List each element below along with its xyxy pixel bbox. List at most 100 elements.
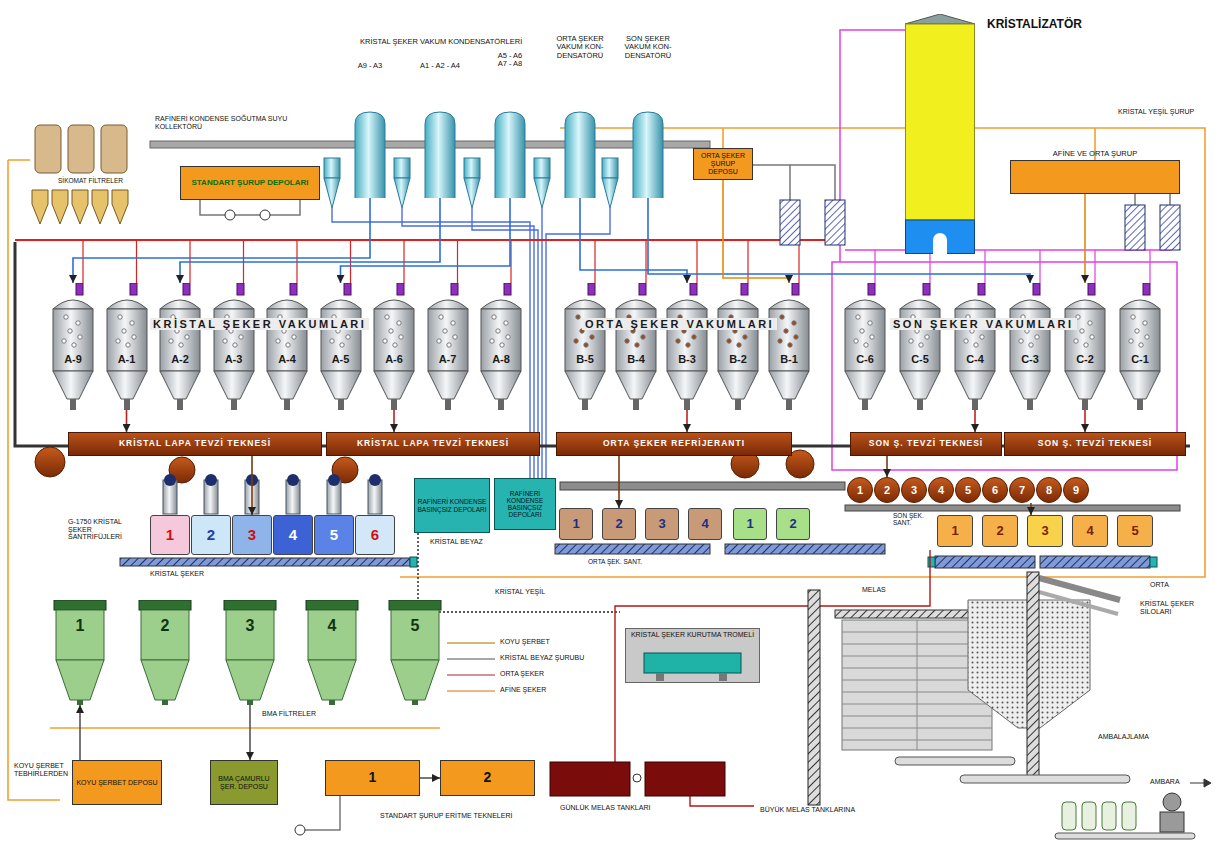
orange-pipes — [8, 128, 1205, 800]
bubble — [856, 315, 860, 319]
part-label: KOYU ŞERBET TEBHİRLERDEN — [14, 762, 70, 777]
bubble — [576, 315, 580, 319]
bma-filter — [385, 600, 445, 705]
crystallizer-drum — [1010, 478, 1035, 503]
condenser-shape — [565, 112, 595, 198]
bubble — [339, 343, 343, 347]
condenser-shape — [548, 110, 612, 198]
bma-filter — [302, 600, 362, 705]
bubble — [1131, 315, 1135, 319]
bubble — [393, 343, 397, 347]
valve-symbol — [76, 283, 83, 295]
vacuum-pan — [369, 283, 419, 410]
pan-cone — [1010, 371, 1050, 399]
crystallizer-drum — [956, 478, 981, 503]
vessel-node: C-1 — [1115, 283, 1165, 410]
centrifuge-caps — [369, 474, 381, 486]
cent-node: 1 — [937, 515, 973, 547]
bubble — [641, 335, 645, 339]
node-text: 2 — [884, 484, 890, 496]
sicomat-tanks — [35, 125, 127, 173]
pan-dome — [321, 300, 361, 309]
vacuum-pan — [662, 283, 712, 410]
bubble — [438, 315, 442, 319]
vacuum-headers — [840, 30, 905, 262]
vacuum-pan — [262, 283, 312, 410]
cent-node: 3 — [232, 515, 272, 555]
screw-conveyors — [555, 544, 710, 554]
pan-outlet — [124, 399, 130, 410]
node-text: A-6 — [369, 353, 419, 365]
crystallizer-drum — [902, 478, 927, 503]
crystallizer-drum — [875, 478, 900, 503]
vacuum-pan — [840, 283, 890, 410]
part-label: SON ŞEKER VAKUMLARI — [890, 318, 1077, 330]
vacuum-headers — [15, 239, 835, 241]
condenser-cones — [394, 178, 410, 208]
pan-outlet — [70, 399, 76, 410]
syrup-filters — [1160, 205, 1180, 250]
condenser-cones — [602, 158, 618, 178]
filter-cap — [139, 600, 191, 610]
node-text: A-1 — [102, 353, 152, 365]
pipe-connector — [1030, 503, 1032, 515]
bubble — [496, 329, 500, 333]
sicomat-filters — [72, 190, 88, 224]
pan-dome — [53, 300, 93, 309]
part-label: RAFİNERİ KONDENSE SOĞUTMA SUYU KOLLEKTÖR… — [155, 115, 305, 130]
filter-outlet — [247, 700, 253, 705]
pipe-connector — [723, 180, 789, 283]
condenser-cones — [464, 178, 480, 208]
bubble — [868, 321, 872, 325]
crystallizer-drum — [929, 478, 954, 503]
bubble — [450, 321, 454, 325]
vacuum-pan — [560, 283, 610, 410]
bubble — [179, 343, 183, 347]
vessel-node: B-2 — [713, 283, 763, 410]
bubble — [442, 329, 446, 333]
mixer-drums — [35, 447, 65, 477]
box-node: ORTA ŞEKER ŞURUP DEPOSU — [693, 148, 753, 180]
pipe-connector — [126, 410, 128, 432]
pan-outlet — [391, 399, 397, 410]
node-text: 4 — [302, 600, 362, 635]
sicomat-filters — [52, 190, 68, 224]
vessel-node: A-1 — [102, 283, 152, 410]
node-text: 1 — [572, 517, 579, 531]
vessel-node: A-7 — [423, 283, 473, 410]
bubble — [185, 335, 189, 339]
part-label: SİKOMAT FİLTRELER — [58, 177, 123, 184]
node-text: 3 — [1041, 524, 1048, 538]
bubble — [692, 335, 696, 339]
bubble — [1074, 339, 1078, 343]
cent-node: 4 — [688, 508, 722, 540]
node-text: C-2 — [1060, 353, 1110, 365]
cond-node: SON ŞEKER VAKUM KON- DENSATÖRÜ — [616, 35, 680, 198]
bubble — [76, 321, 80, 325]
cent-node: 3 — [1027, 515, 1063, 547]
bubble — [860, 329, 864, 333]
bubble — [490, 339, 494, 343]
filter-cone — [56, 660, 104, 700]
pipe-connector — [393, 410, 395, 432]
pan-dome — [160, 300, 200, 309]
box-node: 1 — [325, 760, 420, 796]
node-text: 1 — [951, 524, 958, 538]
node-text: 2 — [207, 527, 215, 544]
node-text: SON Ş. TEVZİ TEKNESİ — [1038, 439, 1152, 448]
teal-node: RAFİNERİ KONDENSE BASINÇSIZ DEPOLARI — [494, 478, 556, 530]
valve-symbol — [923, 283, 930, 295]
tower-node: KRİSTALİZATÖR — [905, 14, 975, 254]
node-text: KRİSTAL ŞEKER KURUTMA TROMELİ — [629, 631, 756, 639]
node-text: 4 — [1086, 524, 1093, 538]
node-text: 9 — [1073, 484, 1079, 496]
pan-dome — [267, 300, 307, 309]
pipe-bars — [845, 505, 1180, 511]
node-text: 3 — [658, 517, 665, 531]
node-text: 1 — [369, 770, 377, 785]
conveyor-ends — [410, 557, 1157, 567]
node-text: ORTA ŞEKER ŞURUP DEPOSU — [696, 152, 750, 175]
pipe-connector — [1084, 194, 1086, 283]
node-text: C-4 — [950, 353, 1000, 365]
